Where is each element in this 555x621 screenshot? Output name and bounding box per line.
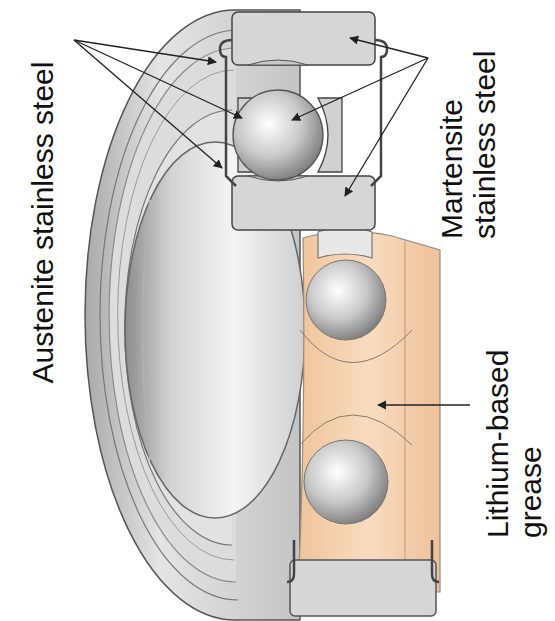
cage-outline — [300, 415, 412, 445]
bore-highlight — [143, 200, 151, 460]
shield — [432, 540, 439, 582]
ball — [233, 90, 323, 180]
cage-outline — [300, 330, 412, 363]
shield — [287, 540, 294, 582]
shield — [371, 40, 387, 186]
raceway-edge — [405, 240, 406, 585]
leader-line — [292, 58, 428, 120]
ball — [304, 440, 388, 524]
outer-ring-section — [290, 560, 436, 616]
inner-ring-section — [232, 176, 375, 230]
shield — [220, 40, 236, 186]
grease — [298, 231, 440, 592]
leader-line — [74, 40, 242, 118]
leader-line — [345, 58, 428, 196]
material-label: Martensite stainless steel — [435, 9, 501, 239]
material-label: Austenite stainless steel — [27, 61, 60, 383]
leader-line — [350, 38, 428, 58]
material-label: Lithium-based grease — [481, 310, 547, 538]
ball — [306, 260, 386, 340]
raceway — [248, 60, 308, 65]
leader-line — [378, 404, 470, 405]
inner-ring-section — [318, 227, 372, 258]
leader-line — [74, 40, 222, 168]
